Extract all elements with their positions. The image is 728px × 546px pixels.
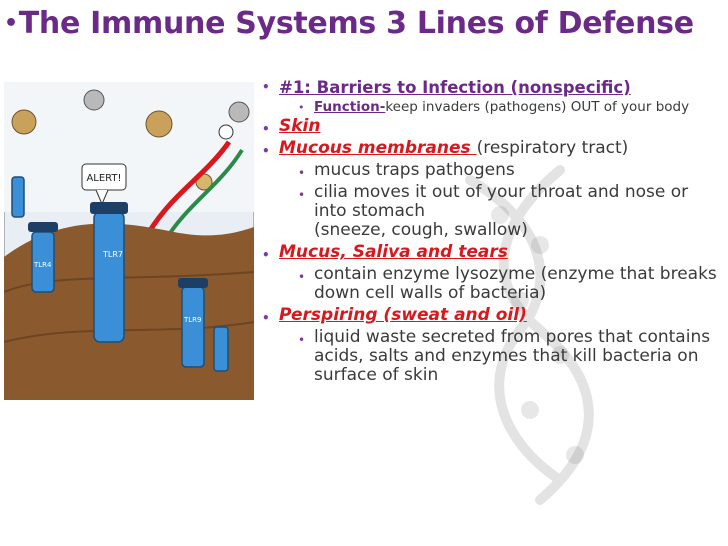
immune-police-cartoon: ALERT! TLR7 TLR4 TLR9 bbox=[4, 82, 254, 400]
slide-title: •The Immune Systems 3 Lines of Defense bbox=[4, 6, 728, 41]
skin-item: •Skin bbox=[262, 116, 321, 136]
bullet-list: •#1: Barriers to Infection (nonspecific)… bbox=[262, 72, 724, 385]
heading-barriers: •#1: Barriers to Infection (nonspecific) bbox=[262, 78, 631, 97]
mucus-traps-item: •mucus traps pathogens bbox=[298, 160, 515, 181]
badge-label: TLR9 bbox=[183, 316, 202, 324]
enzyme-item: •contain enzyme lysozyme (enzyme that br… bbox=[298, 264, 717, 303]
alert-text: ALERT! bbox=[86, 173, 121, 184]
perspiring-item: •Perspiring (sweat and oil) bbox=[262, 305, 527, 325]
cilia-item: •cilia moves it out of your throat and n… bbox=[298, 182, 689, 240]
mucous-note: (respiratory tract) bbox=[476, 138, 629, 158]
liquid-waste-item: •liquid waste secreted from pores that c… bbox=[298, 327, 711, 385]
badge-label: TLR4 bbox=[33, 261, 52, 269]
badge-label: TLR7 bbox=[102, 250, 123, 259]
title-bullet: • bbox=[4, 11, 18, 36]
function-text: keep invaders (pathogens) OUT of your bo… bbox=[385, 99, 690, 115]
title-text: The Immune Systems 3 Lines of Defense bbox=[18, 6, 694, 41]
mucous-item: •Mucous membranes (respiratory tract) bbox=[262, 138, 629, 158]
function-item: •Function-keep invaders (pathogens) OUT … bbox=[298, 99, 690, 115]
mst-item: •Mucus, Saliva and tears bbox=[262, 242, 508, 262]
function-label: Function- bbox=[314, 99, 386, 115]
